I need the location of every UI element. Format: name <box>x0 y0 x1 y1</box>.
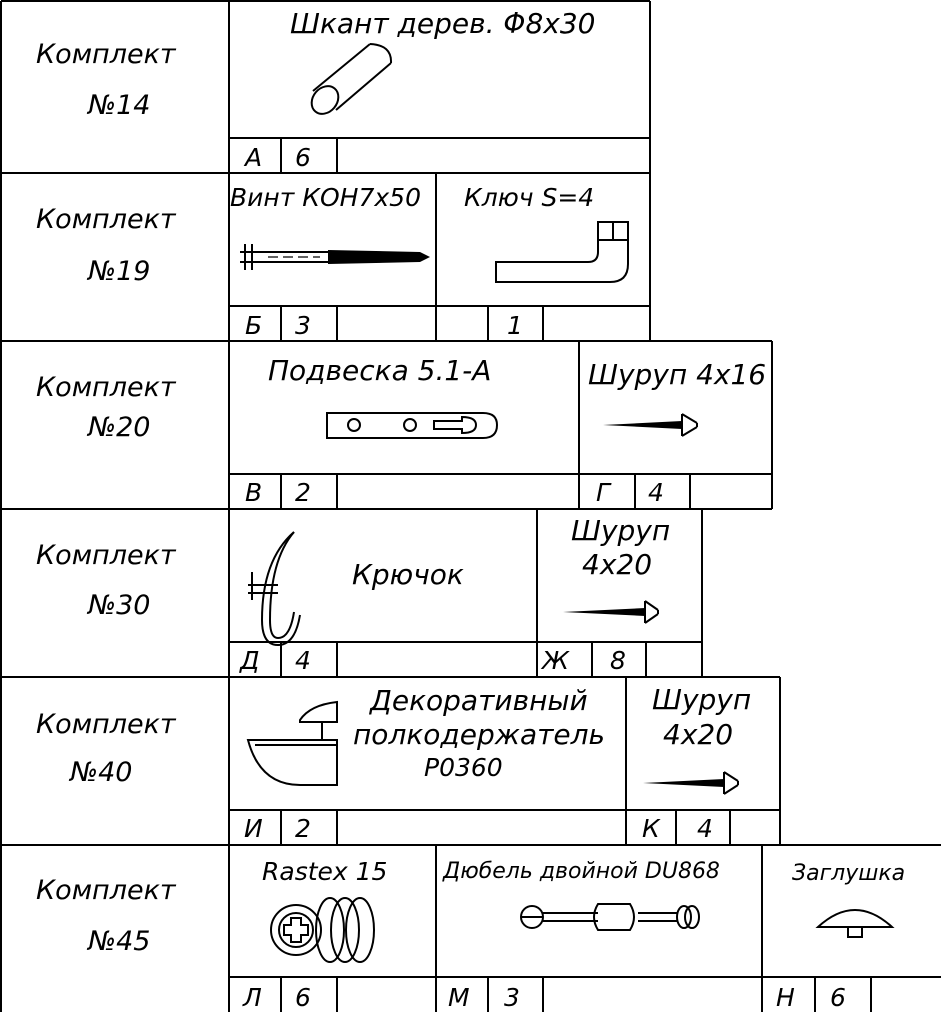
confirmat-screw-icon <box>240 244 430 270</box>
item-name: Шуруп 4х16 <box>588 358 766 391</box>
item-name-line: 4х20 <box>663 718 733 751</box>
item-name: Шкант дерев. Φ8x30 <box>290 7 595 40</box>
cap-plug-icon <box>815 909 895 938</box>
wooden-dowel-icon <box>310 43 393 115</box>
kit-label: Комплект <box>36 875 177 906</box>
kit-number: №30 <box>86 590 150 621</box>
kit-label: Комплект <box>36 372 177 403</box>
item-name-line: 4х20 <box>582 548 652 581</box>
item-letter: Г <box>596 478 612 507</box>
kit-label: Комплект <box>36 204 177 235</box>
item-name-line: полкодержатель <box>353 718 605 751</box>
kit-label: Комплект <box>36 540 177 571</box>
kit-number: №19 <box>86 256 150 287</box>
double-dowel-icon <box>520 903 700 931</box>
item-qty: 3 <box>504 983 520 1012</box>
item-qty: 8 <box>610 646 626 675</box>
item-name-line: Шуруп <box>571 514 670 547</box>
item-letter: А <box>243 143 262 172</box>
item-qty: 1 <box>507 311 523 340</box>
item-name-line: Шуруп <box>652 683 751 716</box>
item-qty: 4 <box>295 646 311 675</box>
item-name: Дюбель двойной DU868 <box>442 859 720 884</box>
item-qty: 2 <box>295 478 311 507</box>
item-qty: 6 <box>295 983 311 1012</box>
item-name-line: Р0360 <box>424 753 503 782</box>
item-letter: Н <box>776 983 795 1012</box>
hex-key-icon <box>495 221 629 283</box>
item-letter: К <box>642 814 661 843</box>
wood-screw-icon <box>603 413 698 437</box>
kit-label: Комплект <box>36 39 177 70</box>
item-qty: 6 <box>830 983 846 1012</box>
kit-number: №40 <box>68 757 132 788</box>
item-letter: Ж <box>540 646 570 675</box>
item-letter: Б <box>245 311 262 340</box>
item-letter: Л <box>242 983 262 1012</box>
item-name: Винт КОН7х50 <box>230 183 421 212</box>
wood-screw-icon <box>563 600 659 624</box>
item-name: Ключ S=4 <box>464 183 594 212</box>
wood-screw-icon <box>643 771 739 795</box>
kit-label: Комплект <box>36 709 177 740</box>
item-letter: Д <box>239 646 260 675</box>
item-name: Rastex 15 <box>262 857 387 886</box>
kit-number: №14 <box>86 90 150 121</box>
item-qty: 6 <box>295 143 311 172</box>
item-name: Подвеска 5.1-А <box>268 354 491 387</box>
item-qty: 2 <box>295 814 311 843</box>
cam-lock-icon <box>270 897 375 963</box>
hanger-plate-icon <box>326 412 499 439</box>
item-name: Крючок <box>352 558 464 591</box>
item-letter: М <box>448 983 470 1012</box>
kit-number: №45 <box>86 926 150 957</box>
item-name-line: Декоративный <box>368 684 588 717</box>
item-qty: 3 <box>295 311 311 340</box>
item-letter: В <box>245 478 262 507</box>
kit-number: №20 <box>86 412 150 443</box>
shelf-holder-icon <box>246 700 338 786</box>
item-name: Заглушка <box>792 861 905 886</box>
item-qty: 4 <box>697 814 713 843</box>
item-letter: И <box>244 814 263 843</box>
item-qty: 4 <box>648 478 664 507</box>
hook-icon <box>248 531 301 647</box>
